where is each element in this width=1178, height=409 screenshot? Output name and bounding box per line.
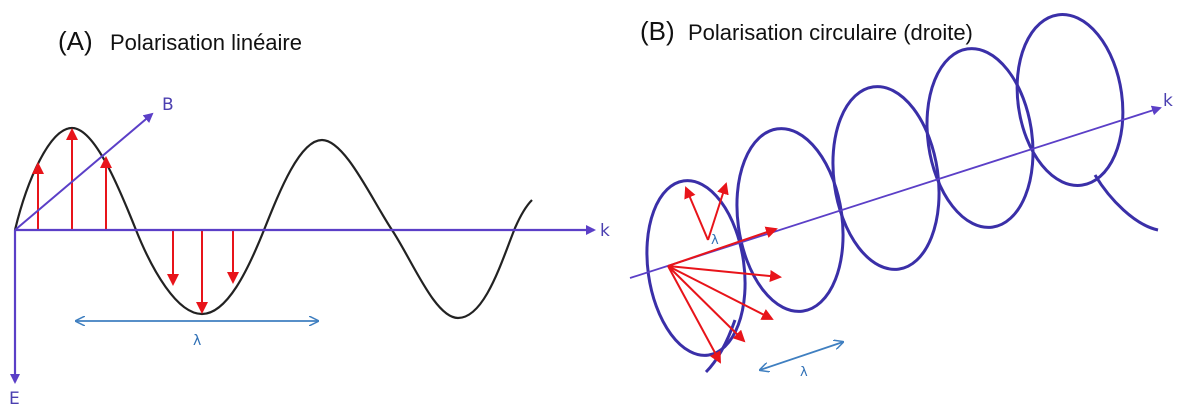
e-field-arrow	[667, 265, 721, 364]
e-field-arrow	[667, 265, 774, 320]
helix-start	[704, 319, 737, 374]
e-field-arrow	[667, 265, 782, 282]
e-field-arrow	[684, 186, 709, 241]
panel-b-title-prefix: (B)	[640, 16, 675, 46]
linear-wave-curve	[13, 126, 533, 320]
helix-loop	[831, 85, 941, 271]
panel-a: (A) Polarisation linéaire B k E λ	[9, 26, 610, 409]
label-k-a: k	[600, 221, 610, 241]
e-field-arrow	[667, 226, 778, 267]
label-b: B	[162, 95, 174, 115]
label-k-b: k	[1163, 91, 1173, 111]
helix-loop	[1015, 13, 1125, 187]
b-axis	[14, 112, 154, 231]
panel-a-title: Polarisation linéaire	[110, 30, 302, 55]
helix-loop	[925, 47, 1035, 229]
label-lambda-small: λ	[711, 233, 719, 248]
panel-b: (B) Polarisation circulaire (droite) k λ	[629, 13, 1173, 380]
label-e: E	[9, 389, 20, 409]
rotating-field-arrows	[667, 182, 782, 364]
helix-tail	[1093, 174, 1159, 232]
label-lambda-a: λ	[193, 333, 201, 349]
label-lambda-b: λ	[800, 365, 808, 380]
e-field-arrow	[707, 182, 729, 241]
e-field-arrow	[667, 265, 746, 343]
circular-helix	[645, 13, 1159, 374]
panel-a-title-prefix: (A)	[58, 26, 93, 56]
panel-b-title: Polarisation circulaire (droite)	[688, 20, 973, 45]
helix-loop	[645, 179, 747, 357]
wavelength-arrow-b	[760, 342, 843, 370]
